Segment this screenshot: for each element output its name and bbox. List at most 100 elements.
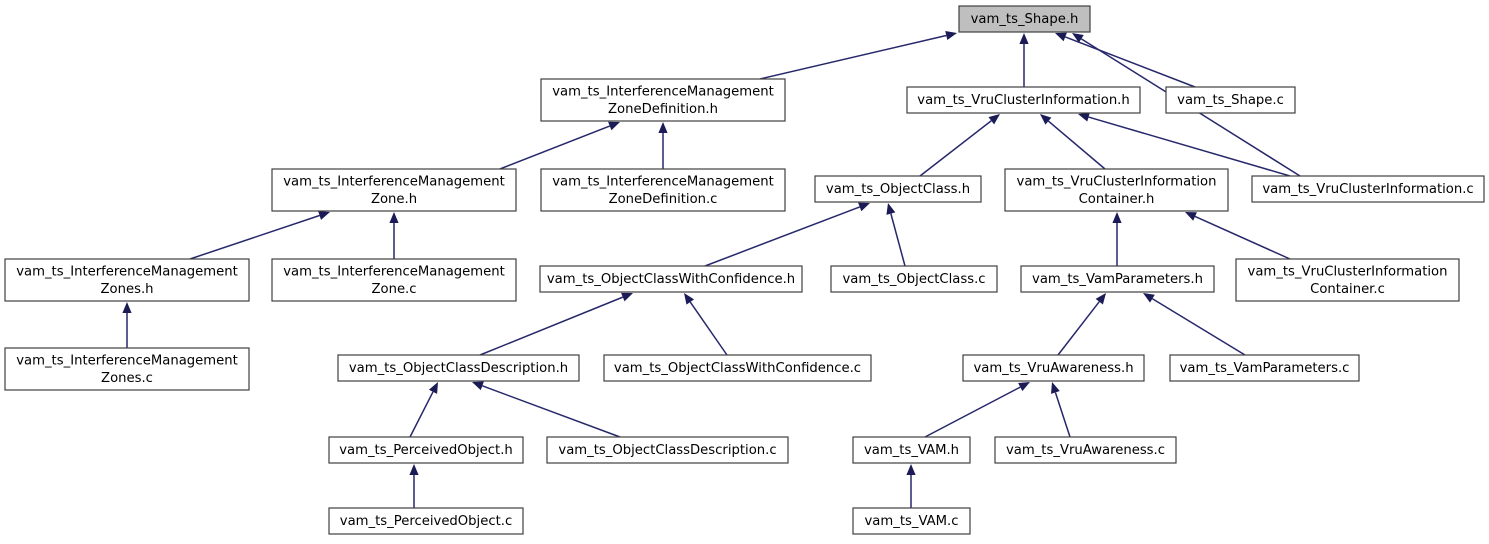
node-box[interactable] bbox=[4, 347, 250, 391]
node-box[interactable] bbox=[1251, 175, 1485, 203]
node-label: vam_ts_VruClusterInformation bbox=[1017, 174, 1217, 189]
node-label: vam_ts_PerceivedObject.c bbox=[340, 514, 512, 529]
node-vruci_c[interactable]: vam_ts_VruClusterInformation.cvam_ts_Vru… bbox=[1251, 175, 1485, 203]
node-box[interactable] bbox=[271, 168, 517, 212]
edge-line bbox=[1054, 392, 1071, 438]
edge-line bbox=[1057, 301, 1100, 356]
node-imzones_c[interactable]: vam_ts_InterferenceManagementZones.cvam_… bbox=[4, 347, 250, 391]
node-ocwc_c[interactable]: vam_ts_ObjectClassWithConfidence.cvam_ts… bbox=[603, 354, 872, 382]
node-box[interactable] bbox=[906, 86, 1141, 114]
node-imzones_h[interactable]: vam_ts_InterferenceManagementZones.hvam_… bbox=[4, 258, 250, 302]
node-label: vam_ts_VruClusterInformation bbox=[1248, 264, 1448, 279]
node-box[interactable] bbox=[328, 507, 524, 535]
node-ocd_h[interactable]: vam_ts_ObjectClassDescription.hvam_ts_Ob… bbox=[337, 354, 580, 382]
node-box[interactable] bbox=[546, 436, 789, 464]
edge-line bbox=[409, 391, 434, 438]
edge-arrowhead-icon bbox=[1019, 33, 1029, 44]
node-label: Zone.c bbox=[371, 282, 416, 297]
node-box[interactable] bbox=[540, 168, 786, 212]
edge-line bbox=[1047, 120, 1106, 170]
node-box[interactable] bbox=[4, 258, 250, 302]
node-imz_c[interactable]: vam_ts_InterferenceManagementZone.cvam_t… bbox=[271, 258, 517, 302]
node-box[interactable] bbox=[540, 78, 786, 122]
node-vruaware_h[interactable]: vam_ts_VruAwareness.hvam_ts_VruAwareness… bbox=[962, 354, 1145, 382]
edge-arrowhead-icon bbox=[1051, 382, 1060, 394]
node-box[interactable] bbox=[830, 265, 998, 293]
dependency-edge bbox=[1057, 293, 1106, 356]
node-label: vam_ts_Shape.h bbox=[971, 12, 1079, 27]
node-ocd_c[interactable]: vam_ts_ObjectClassDescription.cvam_ts_Ob… bbox=[546, 436, 789, 464]
node-vruaware_c[interactable]: vam_ts_VruAwareness.cvam_ts_VruAwareness… bbox=[994, 436, 1177, 464]
edge-arrowhead-icon bbox=[945, 31, 957, 40]
node-label: Zones.c bbox=[101, 371, 153, 386]
node-label: vam_ts_PerceivedObject.h bbox=[339, 443, 513, 458]
edge-line bbox=[499, 125, 611, 170]
dependency-edge bbox=[924, 382, 1030, 438]
node-vrucic_c[interactable]: vam_ts_VruClusterInformationContainer.cv… bbox=[1235, 258, 1460, 302]
edge-line bbox=[482, 385, 621, 438]
node-label: vam_ts_ObjectClassDescription.c bbox=[558, 443, 776, 458]
node-box[interactable] bbox=[1020, 265, 1215, 293]
node-label: Container.c bbox=[1310, 282, 1385, 297]
node-box[interactable] bbox=[539, 265, 803, 293]
node-label: vam_ts_VruAwareness.h bbox=[973, 361, 1133, 376]
edge-line bbox=[759, 34, 947, 80]
node-box[interactable] bbox=[1004, 168, 1229, 212]
node-box[interactable] bbox=[1165, 86, 1296, 114]
node-percobj_h[interactable]: vam_ts_PerceivedObject.hvam_ts_Perceived… bbox=[328, 436, 524, 464]
node-label: Zone.h bbox=[371, 192, 417, 207]
edge-line bbox=[189, 214, 320, 260]
dependency-edge bbox=[906, 464, 916, 508]
edge-arrowhead-icon bbox=[428, 382, 438, 394]
node-box[interactable] bbox=[1169, 354, 1360, 382]
node-label: vam_ts_ObjectClass.h bbox=[826, 182, 970, 197]
node-box[interactable] bbox=[328, 436, 524, 464]
dependency-edge bbox=[1185, 212, 1291, 260]
dependency-edge bbox=[886, 203, 906, 267]
node-vamparams_h[interactable]: vam_ts_VamParameters.hvam_ts_VamParamete… bbox=[1020, 265, 1215, 293]
edge-arrowhead-icon bbox=[1095, 293, 1106, 305]
node-imzdef_c[interactable]: vam_ts_InterferenceManagementZoneDefinit… bbox=[540, 168, 786, 212]
node-imzdef_h[interactable]: vam_ts_InterferenceManagementZoneDefinit… bbox=[540, 78, 786, 122]
node-box[interactable] bbox=[852, 507, 971, 535]
edge-line bbox=[1088, 116, 1291, 177]
node-percobj_c[interactable]: vam_ts_PerceivedObject.cvam_ts_Perceived… bbox=[328, 507, 524, 535]
node-label: ZoneDefinition.c bbox=[609, 192, 718, 207]
edge-arrowhead-icon bbox=[1018, 382, 1030, 392]
node-ocwc_h[interactable]: vam_ts_ObjectClassWithConfidence.hvam_ts… bbox=[539, 265, 803, 293]
node-box[interactable] bbox=[603, 354, 872, 382]
node-imz_h[interactable]: vam_ts_InterferenceManagementZone.hvam_t… bbox=[271, 168, 517, 212]
node-box[interactable] bbox=[271, 258, 517, 302]
node-vruci_h[interactable]: vam_ts_VruClusterInformation.hvam_ts_Vru… bbox=[906, 86, 1141, 114]
node-box[interactable] bbox=[814, 175, 982, 203]
node-box[interactable] bbox=[962, 354, 1145, 382]
node-vrucic_h[interactable]: vam_ts_VruClusterInformationContainer.hv… bbox=[1004, 168, 1229, 212]
edge-arrowhead-icon bbox=[858, 202, 870, 212]
dependency-edge bbox=[472, 381, 621, 438]
node-box[interactable] bbox=[958, 5, 1091, 33]
node-box[interactable] bbox=[1235, 258, 1460, 302]
node-vamparams_c[interactable]: vam_ts_VamParameters.cvam_ts_VamParamete… bbox=[1169, 354, 1360, 382]
dependency-edge bbox=[1040, 114, 1106, 170]
edge-arrowhead-icon bbox=[389, 212, 399, 223]
node-box[interactable] bbox=[994, 436, 1177, 464]
edge-arrowhead-icon bbox=[621, 292, 633, 302]
node-box[interactable] bbox=[337, 354, 580, 382]
node-label: Container.h bbox=[1079, 192, 1155, 207]
dependency-edge bbox=[479, 292, 633, 356]
dependency-edge bbox=[189, 211, 330, 260]
node-box[interactable] bbox=[852, 436, 971, 464]
edge-line bbox=[890, 213, 906, 267]
edge-line bbox=[479, 296, 624, 356]
edge-line bbox=[704, 206, 860, 267]
dependency-edge bbox=[1078, 112, 1291, 177]
node-label: vam_ts_VruAwareness.c bbox=[1006, 443, 1165, 458]
